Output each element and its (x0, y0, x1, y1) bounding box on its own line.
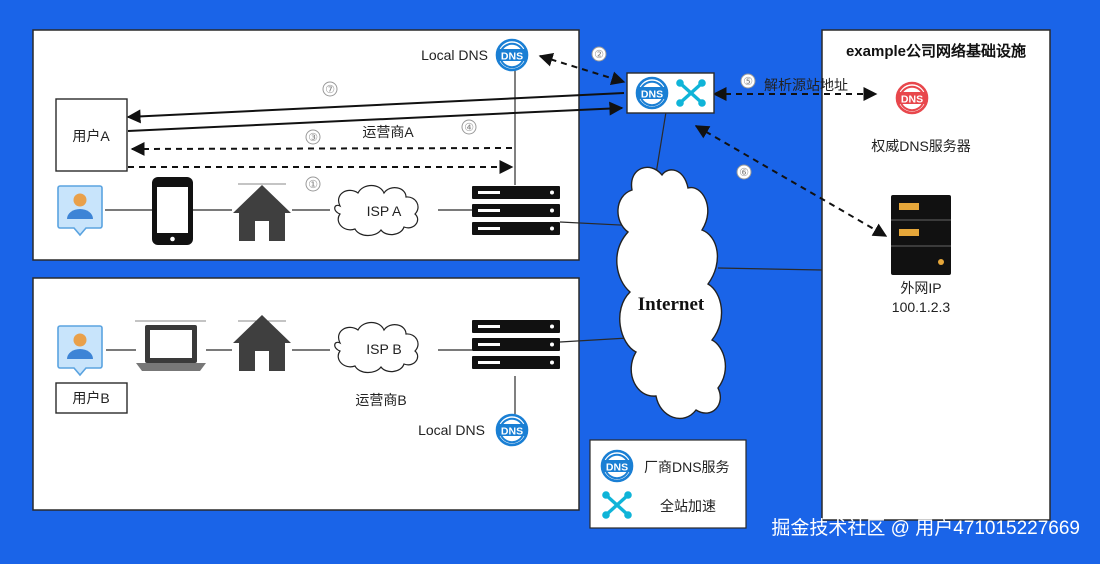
user-a-box (55, 98, 128, 172)
step-3-label: ③ (308, 132, 318, 144)
watermark-text: 掘金技术社区 @ 用户471015227669 (771, 517, 1080, 539)
external-ip-label: 外网IP (900, 280, 941, 296)
step-markers: ① ② ③ ④ ⑤ ⑥ ⑦ (305, 46, 756, 192)
auth-dns-label: 权威DNS服务器 (871, 138, 971, 154)
step-1-label: ① (308, 179, 318, 191)
smartphone-icon (152, 177, 193, 245)
internet-cloud (616, 166, 727, 420)
arrow-step-4 (127, 101, 624, 132)
external-ip-value: 100.1.2.3 (892, 299, 951, 315)
legend-dns-icon (600, 449, 634, 483)
step-7-label: ⑦ (325, 84, 335, 96)
step-6-label: ⑥ (739, 167, 749, 179)
local-dns-bottom-label: Local DNS (418, 422, 485, 438)
vendor-dns-icon (635, 76, 669, 110)
step-4-label: ④ (464, 122, 474, 134)
user-b-label: 用户B (72, 390, 109, 406)
carrier-a-label: 运营商A (362, 124, 414, 140)
isp-a-label: ISP A (367, 203, 402, 219)
auth-dns-icon (895, 81, 929, 115)
legend-vendor-dns: 厂商DNS服务 (644, 459, 730, 475)
flow-arrows (126, 53, 888, 237)
infra-title: example公司网络基础设施 (846, 42, 1026, 60)
local-dns-bottom-icon (495, 413, 529, 447)
resolve-origin-label: 解析源站地址 (764, 77, 848, 93)
user-a-label: 用户A (72, 128, 110, 144)
user-b-box (55, 382, 128, 414)
legend-full-site-accel: 全站加速 (660, 498, 716, 514)
local-dns-top-label: Local DNS (421, 47, 488, 63)
internet-label: Internet (638, 294, 705, 315)
local-dns-top-icon (495, 38, 529, 72)
user-a-avatar-icon (57, 185, 103, 236)
laptop-icon (136, 325, 206, 371)
user-b-avatar-icon (57, 325, 103, 376)
arrow-step-2 (538, 53, 626, 85)
carrier-b-label: 运营商B (355, 392, 406, 408)
arrow-step-3 (130, 141, 513, 156)
step-5-label: ⑤ (743, 76, 753, 88)
step-2-label: ② (594, 49, 604, 61)
origin-server-icon (891, 195, 951, 275)
isp-a-server-icon (472, 186, 560, 235)
arrow-step-7 (126, 92, 625, 124)
isp-b-label: ISP B (366, 341, 402, 357)
connections (105, 68, 823, 414)
isp-b-server-icon (472, 320, 560, 369)
arrow-step-6 (694, 125, 888, 237)
